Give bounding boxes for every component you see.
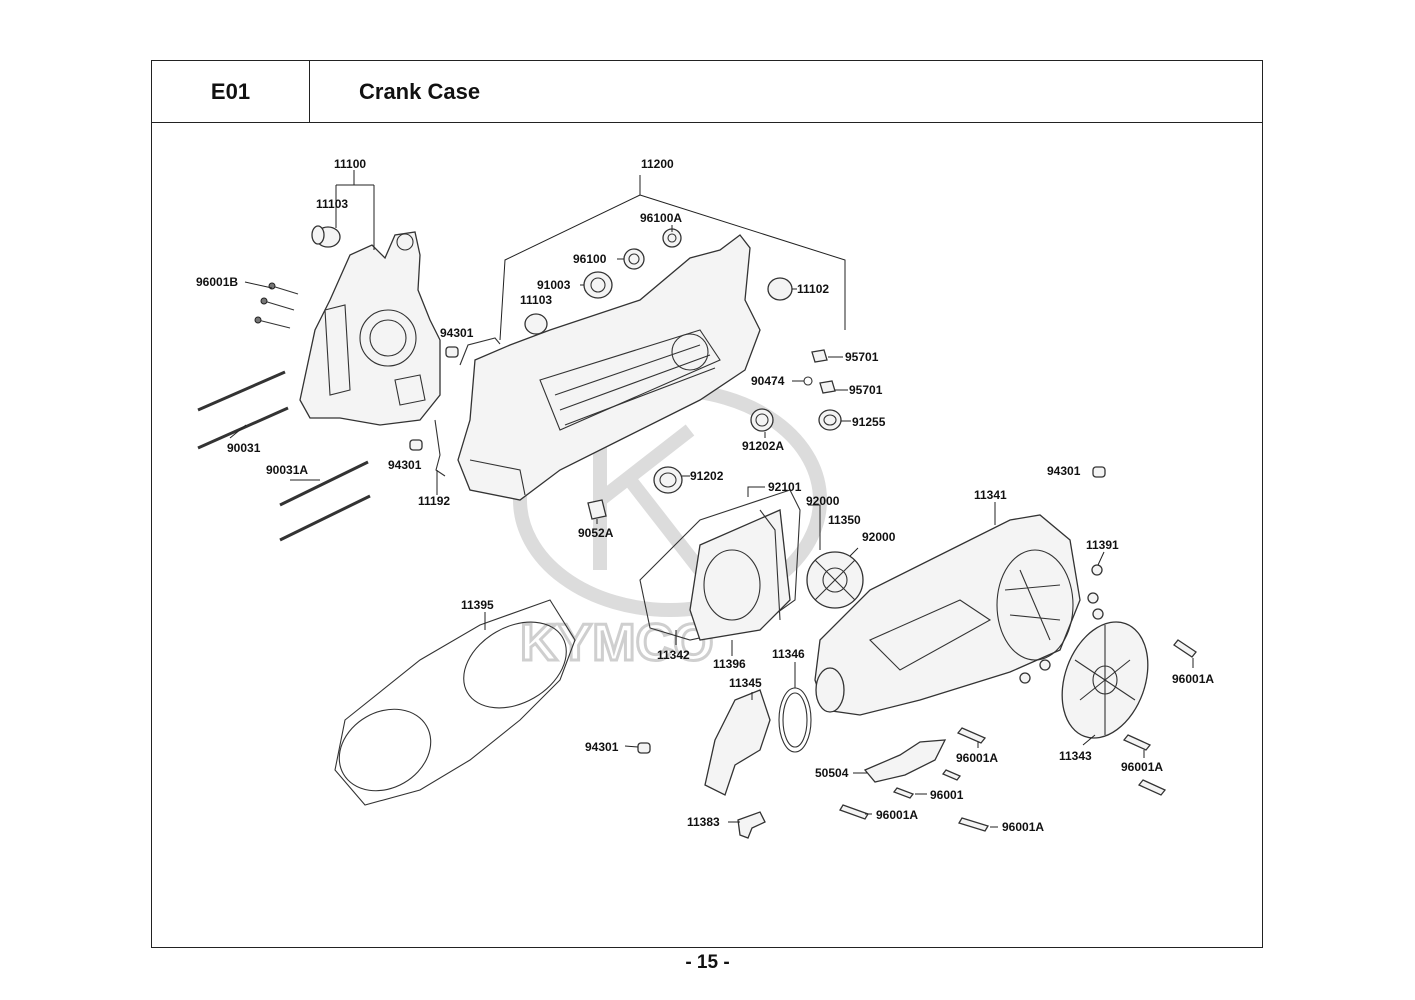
callout-91255: 91255 [852, 415, 886, 429]
dowel-pins [409, 346, 1106, 754]
bolts-96001A [839, 639, 1197, 832]
callout-11342: 11342 [657, 648, 690, 662]
callout-11102: 11102 [797, 282, 829, 296]
spring-11192 [434, 419, 446, 477]
page-number: - 15 - [685, 952, 730, 973]
studs-96001B [254, 282, 299, 329]
callout-92000-a: 92000 [806, 494, 840, 508]
callout-91202A: 91202A [742, 439, 784, 453]
cover-fasteners [1019, 564, 1104, 684]
clip-11383 [737, 811, 766, 839]
callout-92101: 92101 [768, 480, 802, 494]
watermark-text: KYMCO [520, 614, 714, 672]
callout-11103-b: 11103 [520, 293, 552, 307]
callout-11346: 11346 [772, 647, 805, 661]
callout-11343: 11343 [1059, 749, 1092, 763]
callout-11396: 11396 [713, 657, 746, 671]
callout-50504: 50504 [815, 766, 849, 780]
bushing-11103-left [311, 225, 341, 248]
callout-94301-c: 94301 [1047, 464, 1081, 478]
outer-cover-11341 [814, 514, 1081, 716]
callout-96001A-d: 96001A [876, 808, 918, 822]
gasket-11395 [334, 599, 576, 806]
callout-11395: 11395 [461, 598, 494, 612]
callout-96100A: 96100A [640, 211, 682, 225]
section-code: E01 [151, 60, 310, 123]
callout-95701-b: 95701 [849, 383, 883, 397]
callout-91003: 91003 [537, 278, 571, 292]
callout-11103-a: 11103 [316, 197, 348, 211]
cover-disc-11343 [1061, 621, 1149, 739]
callout-91202: 91202 [690, 469, 724, 483]
callout-90031: 90031 [227, 441, 261, 455]
callout-94301-b: 94301 [388, 458, 422, 472]
callout-11192: 11192 [418, 494, 450, 508]
part-labels: 11100 11103 96001B 94301 90031 90031A 94… [196, 157, 1214, 834]
small-fasteners [587, 349, 842, 520]
callout-96001A-c: 96001A [1121, 760, 1163, 774]
callout-11383: 11383 [687, 815, 720, 829]
callout-9052A: 9052A [578, 526, 614, 540]
callout-11350: 11350 [828, 513, 861, 527]
section-title: Crank Case [309, 60, 1263, 123]
bracket-50504 [863, 739, 947, 783]
callout-96001B: 96001B [196, 275, 238, 289]
callout-96001A-b: 96001A [956, 751, 998, 765]
callout-11345: 11345 [729, 676, 762, 690]
inner-plates [639, 489, 801, 641]
callout-95701-a: 95701 [845, 350, 879, 364]
duct-11345 [704, 687, 812, 796]
long-studs [197, 370, 371, 542]
callout-11100: 11100 [334, 157, 366, 171]
callout-96100: 96100 [573, 252, 607, 266]
callout-11341: 11341 [974, 488, 1007, 502]
fan-11350 [806, 551, 864, 609]
callout-94301-a: 94301 [440, 326, 474, 340]
leader-lines [229, 170, 1194, 828]
callout-90474: 90474 [751, 374, 785, 388]
wire-clip [459, 337, 501, 366]
callout-96001: 96001 [930, 788, 964, 802]
callout-92000-b: 92000 [862, 530, 896, 544]
callout-94301-d: 94301 [585, 740, 619, 754]
callout-96001A-a: 96001A [1172, 672, 1214, 686]
callout-90031A: 90031A [266, 463, 308, 477]
callout-96001A-e: 96001A [1002, 820, 1044, 834]
right-crankcase [457, 234, 761, 501]
left-crankcase [299, 231, 441, 426]
callout-11200: 11200 [641, 157, 674, 171]
callout-11391: 11391 [1086, 538, 1119, 552]
